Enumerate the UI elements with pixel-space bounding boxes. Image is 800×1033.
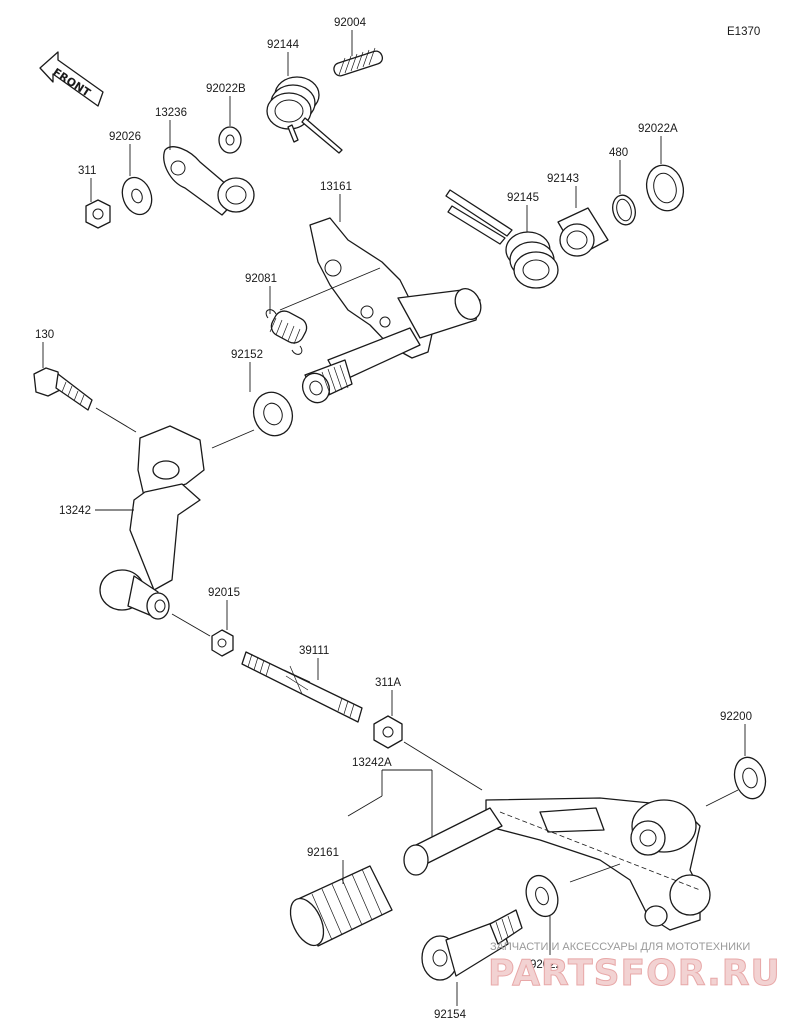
label-13236[interactable]: 13236 <box>155 107 187 119</box>
part-13242-shift-arm[interactable] <box>99 425 205 620</box>
label-92022[interactable]: 92022 <box>530 959 562 971</box>
part-13161-shift-shaft[interactable] <box>298 217 486 407</box>
label-92161[interactable]: 92161 <box>307 847 339 859</box>
part-13242A-pedal-arm[interactable] <box>403 797 711 931</box>
watermark-brand: PARTSFOR.RU <box>488 953 781 994</box>
part-92022-washer[interactable] <box>521 871 564 921</box>
part-92015-nut[interactable] <box>211 629 234 657</box>
part-92200-washer[interactable] <box>730 754 770 802</box>
part-92161-pedal-rubber[interactable] <box>284 865 393 951</box>
label-39111[interactable]: 39111 <box>299 645 329 657</box>
label-13161[interactable]: 13161 <box>320 181 352 193</box>
label-92022A[interactable]: 92022A <box>638 123 678 135</box>
label-92200[interactable]: 92200 <box>720 711 752 723</box>
label-92145[interactable]: 92145 <box>507 192 539 204</box>
front-arrow-icon: FRONT <box>39 51 104 107</box>
label-130[interactable]: 130 <box>35 329 54 341</box>
part-92154-bolt[interactable] <box>421 909 523 981</box>
label-13242[interactable]: 13242 <box>59 505 91 517</box>
label-92081[interactable]: 92081 <box>245 273 277 285</box>
diagram-code: E1370 <box>727 26 760 38</box>
label-480[interactable]: 480 <box>609 147 628 159</box>
part-311A-nut[interactable] <box>373 715 403 749</box>
label-13242A[interactable]: 13242A <box>352 757 392 769</box>
label-92026[interactable]: 92026 <box>109 131 141 143</box>
label-92015[interactable]: 92015 <box>208 587 240 599</box>
part-92022B-washer[interactable] <box>218 126 242 154</box>
part-92081-spring[interactable] <box>265 308 310 355</box>
watermark-caption: ЗАПЧАСТИ И АКСЕССУАРЫ ДЛЯ МОТОТЕХНИКИ <box>490 941 750 953</box>
label-92004[interactable]: 92004 <box>334 17 367 29</box>
label-92022B[interactable]: 92022B <box>206 83 246 95</box>
part-13236-lever[interactable] <box>163 146 255 216</box>
part-311-nut[interactable] <box>85 199 111 229</box>
label-92152[interactable]: 92152 <box>231 349 263 361</box>
part-130-bolt[interactable] <box>33 367 93 411</box>
part-92143-collar[interactable] <box>557 207 609 257</box>
label-311[interactable]: 311 <box>78 165 96 177</box>
part-480-circlip[interactable] <box>609 193 638 228</box>
part-92145-torsion-spring[interactable] <box>445 189 559 289</box>
part-92152-seal[interactable] <box>248 387 299 441</box>
label-92143[interactable]: 92143 <box>547 173 579 185</box>
part-92144-torsion-spring[interactable] <box>266 76 343 154</box>
part-92004-spring[interactable] <box>332 47 384 77</box>
part-39111-rod[interactable] <box>241 651 363 723</box>
part-92022A-washer[interactable] <box>642 161 689 215</box>
label-311A[interactable]: 311A <box>375 677 401 689</box>
part-92026-washer[interactable] <box>117 173 156 218</box>
label-92154[interactable]: 92154 <box>434 1009 467 1021</box>
label-92144[interactable]: 92144 <box>267 39 300 51</box>
